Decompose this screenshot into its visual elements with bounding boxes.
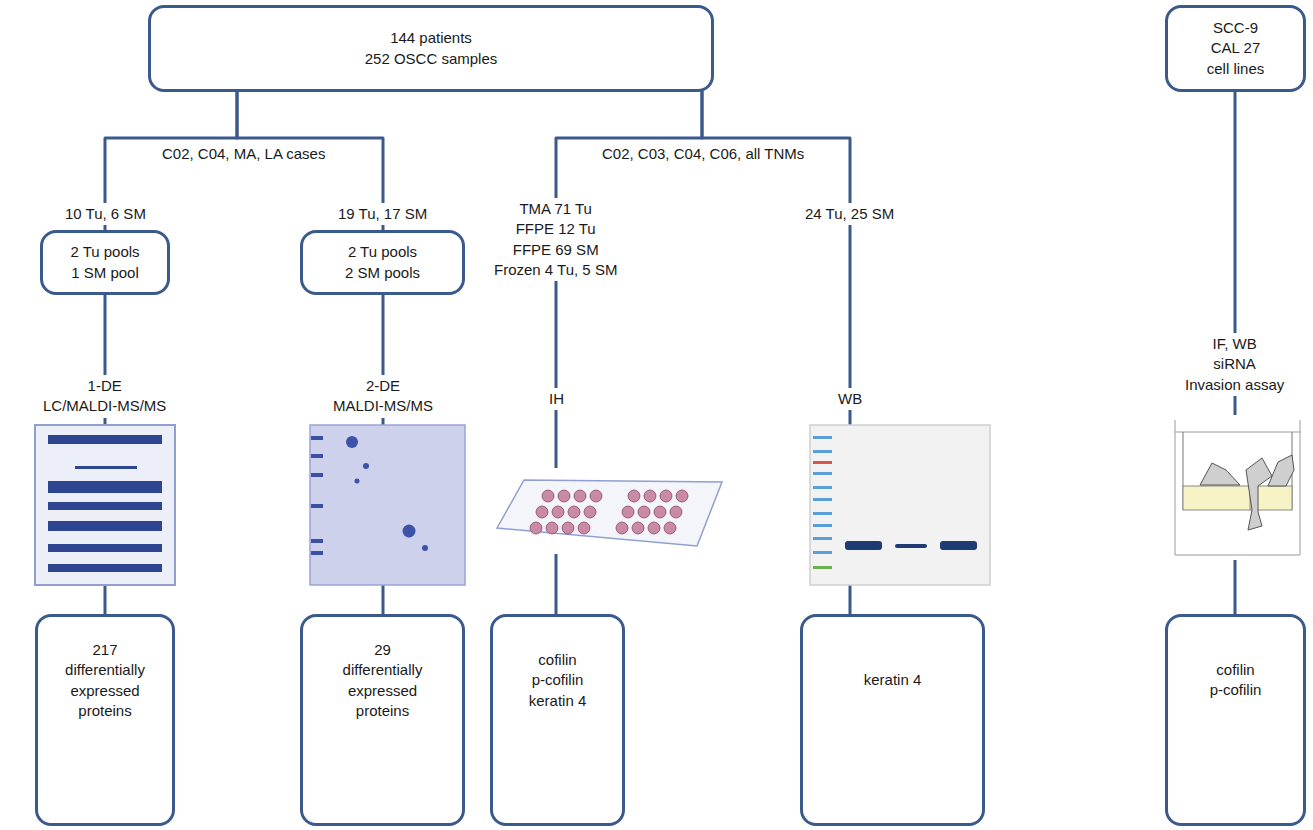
text-line: IH <box>549 390 564 407</box>
text-line: TMA 71 Tu <box>519 200 592 217</box>
text-line: cofilin <box>538 651 576 668</box>
box-text: SCC-9 CAL 27 cell lines <box>1207 18 1265 79</box>
process-box: 2 Tu pools 2 SM pools <box>300 230 465 295</box>
step-label: WB <box>834 388 866 410</box>
step-label: C02, C03, C04, C06, all TNMs <box>598 143 808 165</box>
text-line: 10 Tu, 6 SM <box>65 205 146 222</box>
step-label: 24 Tu, 25 SM <box>801 203 898 225</box>
box-text: 144 patients 252 OSCC samples <box>365 28 498 69</box>
step-label: 19 Tu, 17 SM <box>334 203 431 225</box>
tma-slide <box>492 468 726 554</box>
text-line: FFPE 12 Tu <box>516 220 596 237</box>
text-line: differentially <box>65 661 145 678</box>
text-line: Frozen 4 Tu, 5 SM <box>494 261 617 278</box>
step-label: C02, C04, MA, LA cases <box>158 143 329 165</box>
process-box: keratin 4 <box>800 614 985 826</box>
process-box: 144 patients 252 OSCC samples <box>148 5 714 92</box>
text-line: C02, C03, C04, C06, all TNMs <box>602 145 804 162</box>
process-box: cofilin p-cofilin <box>1165 614 1306 826</box>
text-line: keratin 4 <box>529 692 587 709</box>
process-box: SCC-9 CAL 27 cell lines <box>1165 5 1306 92</box>
text-line: 252 OSCC samples <box>365 50 498 67</box>
box-text: 217 differentially expressed proteins <box>65 640 145 721</box>
step-label: 10 Tu, 6 SM <box>61 203 150 225</box>
process-box: 29 differentially expressed proteins <box>300 614 465 826</box>
text-line: 2 Tu pools <box>70 243 139 260</box>
process-box: 217 differentially expressed proteins <box>35 614 175 826</box>
text-line: MALDI-MS/MS <box>333 397 433 414</box>
text-line: siRNA <box>1213 355 1256 372</box>
text-line: IF, WB <box>1213 335 1257 352</box>
text-line: 19 Tu, 17 SM <box>338 205 427 222</box>
text-line: 1 SM pool <box>71 264 139 281</box>
text-line: proteins <box>356 702 409 719</box>
text-line: p-cofilin <box>532 671 584 688</box>
step-label: IF, WB siRNA Invasion assay <box>1181 333 1288 396</box>
step-label: 2-DE MALDI-MS/MS <box>329 375 437 418</box>
text-line: cofilin <box>1216 661 1254 678</box>
gel-1de <box>35 425 175 585</box>
text-line: 1-DE <box>88 377 122 394</box>
text-line: expressed <box>348 682 417 699</box>
text-line: differentially <box>343 661 423 678</box>
text-line: SCC-9 <box>1213 19 1258 36</box>
text-line: 29 <box>374 641 391 658</box>
box-text: 29 differentially expressed proteins <box>343 640 423 721</box>
text-line: CAL 27 <box>1211 39 1260 56</box>
box-text: cofilin p-cofilin <box>1210 660 1262 701</box>
text-line: 2 Tu pools <box>348 243 417 260</box>
step-label: 1-DE LC/MALDI-MS/MS <box>39 375 170 418</box>
text-line: keratin 4 <box>864 671 922 688</box>
text-line: 24 Tu, 25 SM <box>805 205 894 222</box>
invasion-assay <box>1170 415 1305 560</box>
text-line: expressed <box>70 682 139 699</box>
box-text: 2 Tu pools 1 SM pool <box>70 242 139 283</box>
text-line: 144 patients <box>390 29 472 46</box>
text-line: 217 <box>92 641 117 658</box>
step-label: IH <box>545 388 568 410</box>
box-text: keratin 4 <box>864 670 922 690</box>
text-line: WB <box>838 390 862 407</box>
text-line: p-cofilin <box>1210 681 1262 698</box>
text-line: Invasion assay <box>1185 376 1284 393</box>
process-box: cofilin p-cofilin keratin 4 <box>490 614 625 826</box>
step-label: TMA 71 Tu FFPE 12 Tu FFPE 69 SM Frozen 4… <box>490 198 621 281</box>
text-line: proteins <box>78 702 131 719</box>
text-line: cell lines <box>1207 60 1265 77</box>
text-line: 2 SM pools <box>345 264 420 281</box>
text-line: 2-DE <box>366 377 400 394</box>
text-line: LC/MALDI-MS/MS <box>43 397 166 414</box>
text-line: FFPE 69 SM <box>513 241 599 258</box>
gel-2de <box>310 425 465 585</box>
process-box: 2 Tu pools 1 SM pool <box>40 230 170 295</box>
box-text: cofilin p-cofilin keratin 4 <box>529 650 587 711</box>
text-line: C02, C04, MA, LA cases <box>162 145 325 162</box>
box-text: 2 Tu pools 2 SM pools <box>345 242 420 283</box>
western-blot <box>810 425 990 585</box>
